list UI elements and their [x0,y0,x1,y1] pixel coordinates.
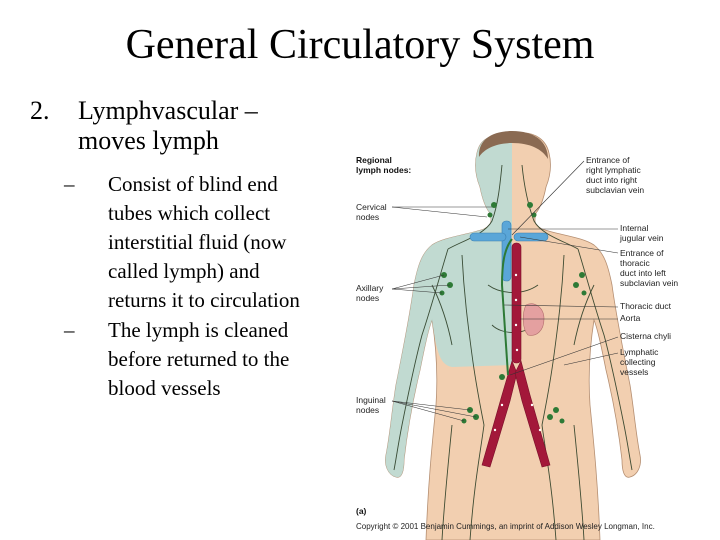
subpoint-dash: – [64,172,75,196]
subpoint-line: before returned to the [108,347,290,371]
subpoint-line: called lymph) and [108,259,260,283]
cervical-label: nodes [356,212,379,222]
aorta-label: Aorta [620,313,641,323]
organ [522,303,545,336]
entrance-thoracic-label: thoracic [620,258,651,268]
lymphatic-vessels-label: vessels [620,367,648,377]
subpoint-line: blood vessels [108,376,221,400]
point-line: moves lymph [78,126,219,155]
hair [478,131,548,159]
teal-overlay [385,134,512,478]
figure-heading-line: lymph nodes: [356,165,411,175]
left-leader-lines [391,206,492,422]
right-leader-lines [503,160,619,376]
subpoint-dash: – [64,318,75,342]
subpoint-text: Consist of blind end tubes which collect… [108,170,348,315]
subpoint-line: interstitial fluid (now [108,230,287,254]
entrance-thoracic-label: duct into left [620,268,666,278]
entrance-right-label: subclavian vein [586,185,644,195]
entrance-thoracic-label: subclavian vein [620,278,678,288]
vessel-highlights [493,273,542,432]
panel-label: (a) [356,506,367,516]
lymphatic-vessels-label: Lymphatic [620,347,659,357]
axillary-label: Axillary [356,283,384,293]
inguinal-label: nodes [356,405,379,415]
entrance-right-label: right lymphatic [586,165,642,175]
slide-title: General Circulatory System [125,22,595,68]
subpoint-line: Consist of blind end [108,172,278,196]
inguinal-label: Inguinal [356,395,386,405]
entrance-thoracic-label: Entrance of [620,248,664,258]
internal-jugular-label: Internal [620,223,648,233]
thoracic-duct-label: Thoracic duct [620,301,672,311]
point-line: Lymphvascular – [78,96,258,125]
internal-jugular-label: jugular vein [619,233,664,243]
lymphatic-system-figure: Regional lymph nodes: Cervical nodes Axi… [356,131,678,540]
lymphatic-vessels-label: collecting [620,357,656,367]
arteries [481,242,551,468]
point-number: 2. [30,96,50,125]
subpoint-text: The lymph is cleaned before returned to … [108,316,348,403]
copyright-text: Copyright © 2001 Benjamin Cummings, an i… [356,522,655,531]
lymph-nodes [439,202,587,424]
thoracic-duct [500,238,513,376]
cisterna-label: Cisterna chyli [620,331,671,341]
left-labels: Regional lymph nodes: Cervical nodes Axi… [356,155,411,415]
axillary-label: nodes [356,293,379,303]
subpoint-line: returns it to circulation [108,288,300,312]
lymph-network [393,164,633,540]
right-labels: Entrance of right lymphatic duct into ri… [586,155,678,377]
entrance-right-label: Entrance of [586,155,630,165]
subpoint-line: tubes which collect [108,201,271,225]
cervical-label: Cervical [356,202,387,212]
subpoint-line: The lymph is cleaned [108,318,289,342]
entrance-right-label: duct into right [586,175,638,185]
point-text: Lymphvascular – moves lymph [78,96,338,156]
body-illustration [385,131,641,540]
figure-heading-line: Regional [356,155,392,165]
